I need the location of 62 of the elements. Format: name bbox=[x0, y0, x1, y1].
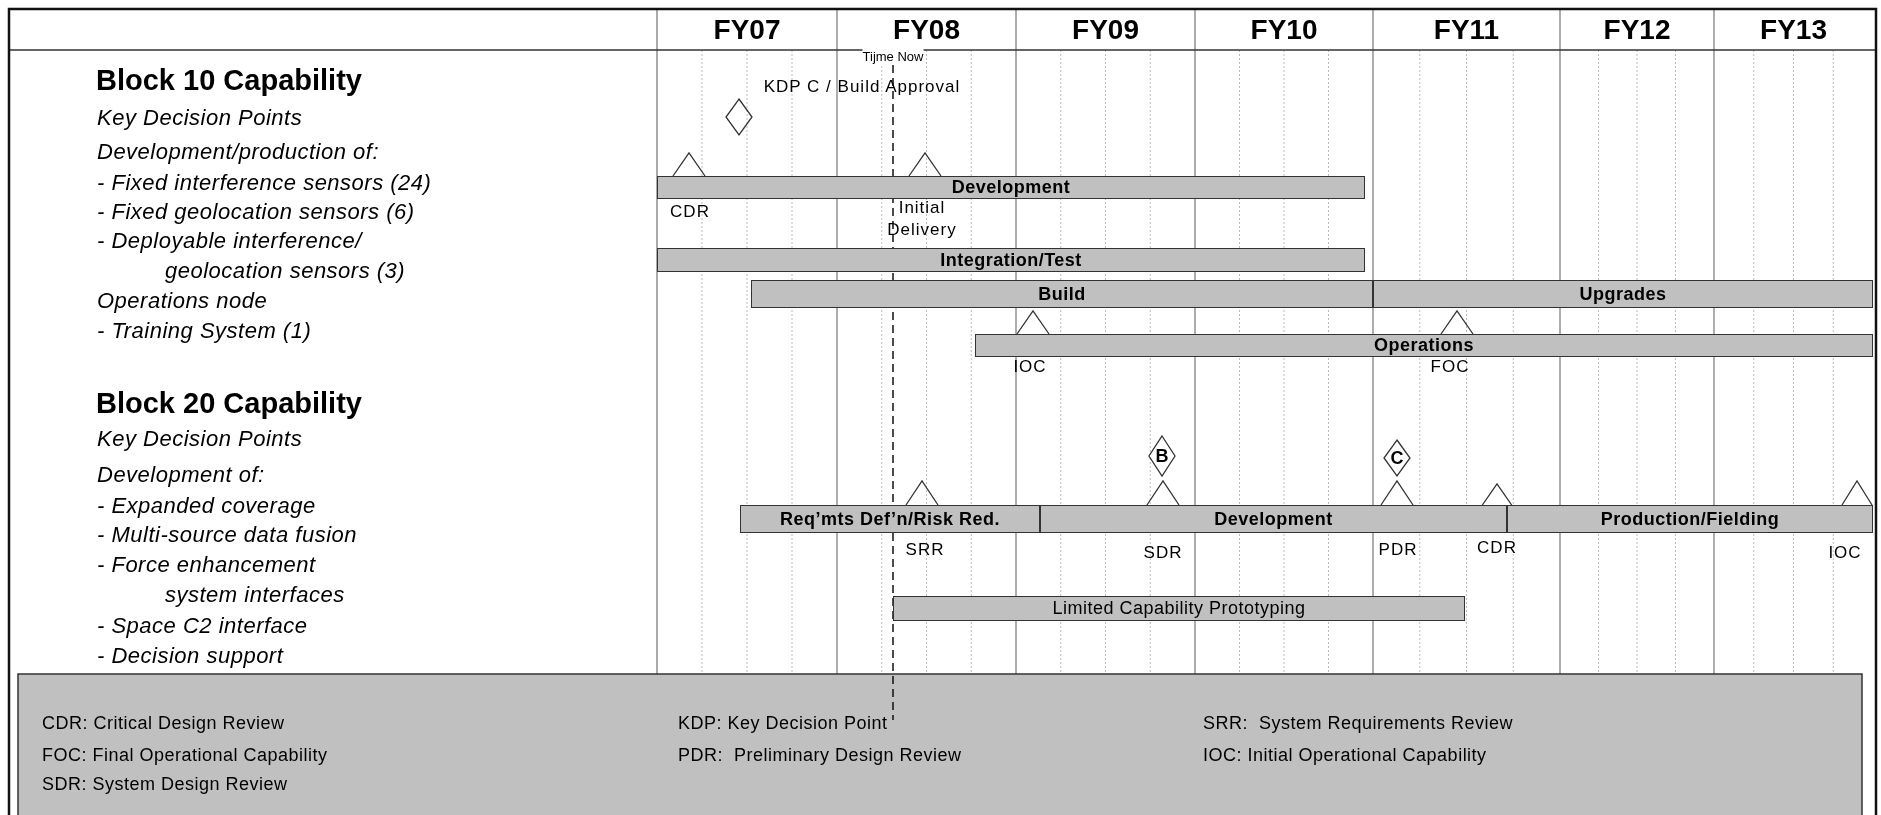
decision-diamond: C bbox=[1384, 440, 1410, 476]
abbreviation-text: KDP: Key Decision Point bbox=[678, 713, 888, 734]
item-text: - Expanded coverage bbox=[97, 492, 316, 520]
item-text: - Deployable interference/ geolocation sensors (3) bbox=[97, 227, 407, 285]
year-heading: FY07 bbox=[713, 14, 781, 46]
item-text: - Force enhancement system interfaces bbox=[97, 551, 346, 609]
abbreviation-text: CDR: Critical Design Review bbox=[42, 713, 285, 734]
year-heading: FY11 bbox=[1433, 14, 1500, 46]
item-text: Operations node bbox=[97, 287, 268, 315]
gantt-bar: Build bbox=[751, 280, 1373, 308]
gantt-bar: Integration/Test bbox=[657, 248, 1365, 272]
gantt-bar: Limited Capability Prototyping bbox=[893, 596, 1465, 621]
abbreviation-text: FOC: Final Operational Capability bbox=[42, 745, 328, 766]
triangle-milestone bbox=[1147, 481, 1179, 505]
gantt-bar: Operations bbox=[975, 334, 1873, 357]
triangle-milestone bbox=[1017, 311, 1049, 334]
year-heading: FY10 bbox=[1250, 14, 1318, 46]
milestone-label: CDR bbox=[670, 202, 710, 222]
triangle-milestone bbox=[909, 153, 941, 176]
milestone-label: FOC bbox=[1430, 357, 1470, 377]
milestone-label: Initial Delivery bbox=[886, 197, 958, 241]
item-text: - Multi-source data fusion bbox=[97, 521, 357, 549]
item-text: Key Decision Points bbox=[97, 104, 303, 132]
triangle-milestone bbox=[1842, 481, 1872, 505]
milestone-label: SRR bbox=[905, 540, 945, 560]
diamond-milestone bbox=[726, 99, 752, 135]
triangle-milestone bbox=[1381, 481, 1413, 505]
triangle-milestone bbox=[906, 481, 938, 505]
item-text: - Decision support bbox=[97, 642, 284, 670]
item-text: - Fixed geolocation sensors (6) bbox=[97, 198, 415, 226]
decision-diamond: B bbox=[1149, 436, 1175, 476]
item-text: Key Decision Points bbox=[97, 425, 303, 453]
triangle-milestone bbox=[1481, 484, 1513, 507]
gantt-bar: Req’mts Def’n/Risk Red. bbox=[740, 505, 1040, 533]
milestone-label: SDR bbox=[1143, 543, 1183, 563]
abbreviation-text: IOC: Initial Operational Capability bbox=[1203, 745, 1487, 766]
time-now-label: Tijme Now bbox=[862, 49, 924, 64]
milestone-label: KDP C / Build Approval bbox=[763, 77, 961, 97]
item-text: - Fixed interference sensors (24) bbox=[97, 169, 432, 197]
milestone-label: IOC bbox=[1828, 543, 1862, 563]
item-text: Development of: bbox=[97, 461, 265, 489]
milestone-label: IOC bbox=[1013, 357, 1047, 377]
year-heading: FY09 bbox=[1072, 14, 1139, 46]
item-text: Development/production of: bbox=[97, 138, 380, 166]
year-heading: FY08 bbox=[893, 14, 960, 46]
year-heading: FY12 bbox=[1603, 14, 1671, 46]
item-text: - Training System (1) bbox=[97, 317, 312, 345]
section-heading: Block 10 Capability bbox=[96, 64, 362, 97]
milestone-label: PDR bbox=[1378, 540, 1418, 560]
abbreviation-text: SRR: System Requirements Review bbox=[1203, 713, 1514, 734]
triangle-milestone bbox=[1441, 311, 1473, 334]
gantt-bar: Development bbox=[1040, 505, 1507, 533]
item-text: - Space C2 interface bbox=[97, 612, 308, 640]
gantt-bar: Development bbox=[657, 176, 1365, 199]
gantt-bar: Production/Fielding bbox=[1507, 505, 1873, 533]
section-heading: Block 20 Capability bbox=[96, 387, 362, 420]
abbreviation-text: SDR: System Design Review bbox=[42, 774, 288, 795]
triangle-milestone bbox=[673, 153, 705, 176]
abbreviation-text: PDR: Preliminary Design Review bbox=[678, 745, 962, 766]
gantt-bar: Upgrades bbox=[1373, 280, 1873, 308]
milestone-label: CDR bbox=[1477, 538, 1517, 558]
year-heading: FY13 bbox=[1760, 14, 1827, 46]
